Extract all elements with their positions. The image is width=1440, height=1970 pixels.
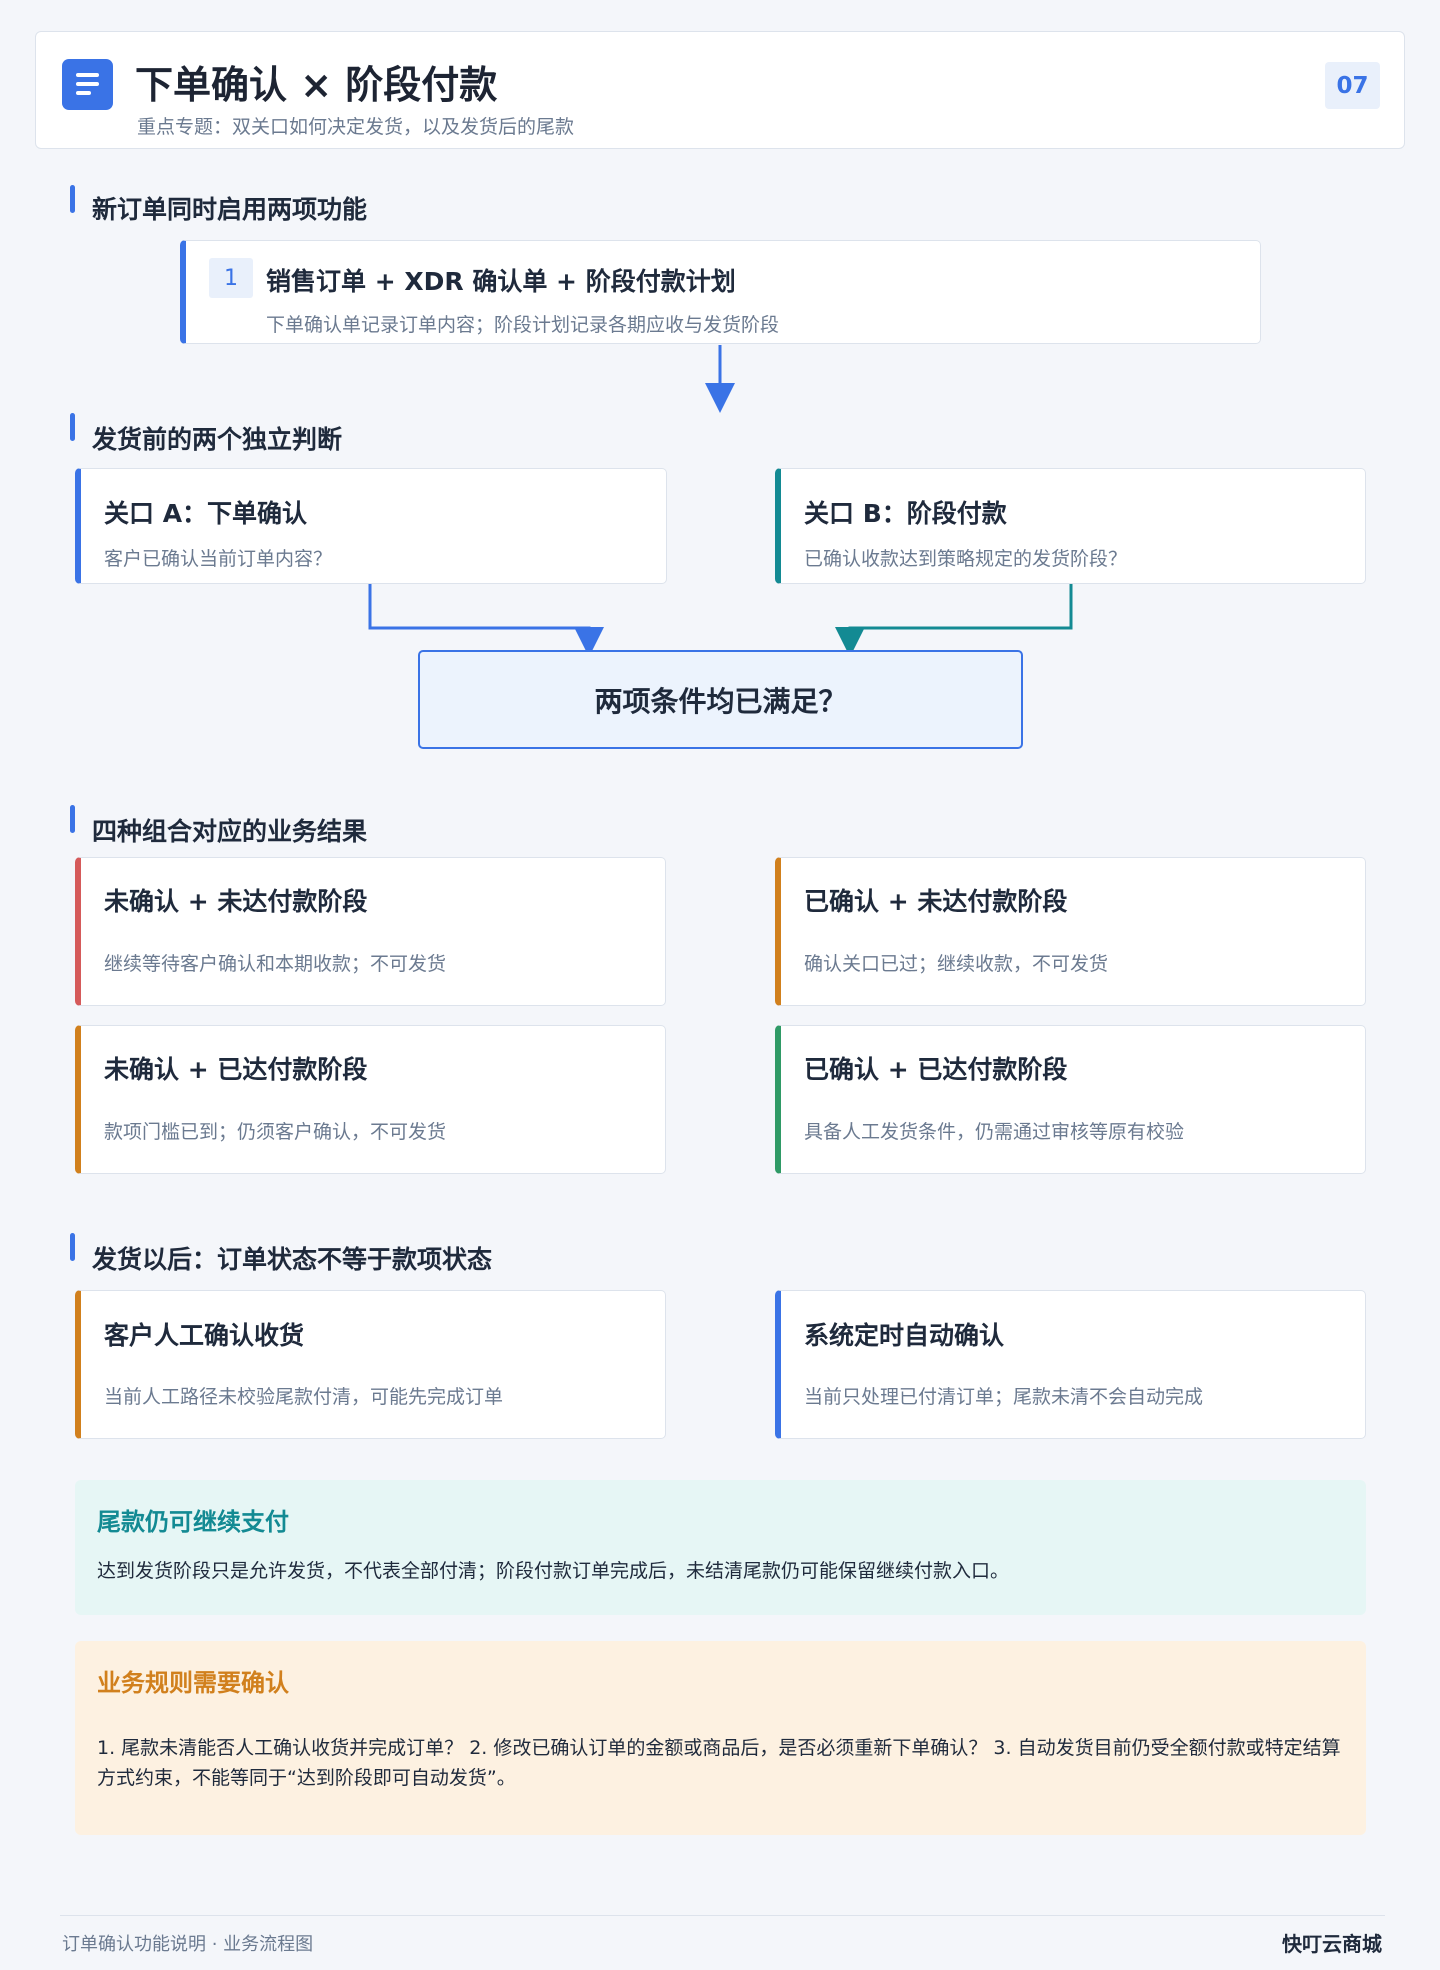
outcome-title-3: 未确认 + 已达付款阶段 bbox=[104, 1055, 368, 1084]
outcome-desc-1: 继续等待客户确认和本期收款；不可发货 bbox=[104, 953, 447, 975]
gate-a-card bbox=[75, 468, 667, 584]
outcome-card-2 bbox=[775, 857, 1366, 1006]
outcome-title-1: 未确认 + 未达付款阶段 bbox=[104, 887, 368, 916]
step-number: 1 bbox=[209, 258, 253, 298]
section-title-3: 四种组合对应的业务结果 bbox=[92, 817, 368, 846]
gate-a-desc: 客户已确认当前订单内容？ bbox=[104, 548, 333, 570]
footer-divider bbox=[60, 1915, 1385, 1916]
after-ship-title-2: 系统定时自动确认 bbox=[804, 1321, 1005, 1350]
outcome-card-3 bbox=[75, 1025, 666, 1174]
outcome-card-1 bbox=[75, 857, 666, 1006]
step-card bbox=[180, 240, 1261, 344]
header-card bbox=[35, 31, 1405, 149]
section-marker bbox=[70, 805, 75, 833]
page-number-badge: 07 bbox=[1325, 62, 1380, 109]
section-title-2: 发货前的两个独立判断 bbox=[92, 425, 343, 454]
outcome-desc-4: 具备人工发货条件，仍需通过审核等原有校验 bbox=[804, 1121, 1185, 1143]
gate-a-title: 关口 A：下单确认 bbox=[104, 499, 308, 528]
balance-note bbox=[75, 1480, 1366, 1615]
arrow-gate-b-to-decision bbox=[835, 584, 1073, 657]
gate-b-card bbox=[775, 468, 1366, 584]
document-icon bbox=[62, 59, 113, 110]
after-ship-card-2 bbox=[775, 1290, 1366, 1439]
rules-note-text: 1. 尾款未清能否人工确认收货并完成订单？ 2. 修改已确认订单的金额或商品后，… bbox=[97, 1737, 1341, 1789]
balance-note-text: 达到发货阶段只是允许发货，不代表全部付清；阶段付款订单完成后，未结清尾款仍可能保… bbox=[97, 1560, 1010, 1582]
step-desc: 下单确认单记录订单内容；阶段计划记录各期应收与发货阶段 bbox=[266, 314, 780, 336]
page-subtitle: 重点专题：双关口如何决定发货，以及发货后的尾款 bbox=[137, 116, 575, 138]
arrow-gate-a-to-decision bbox=[368, 584, 604, 657]
section-title-1: 新订单同时启用两项功能 bbox=[92, 195, 368, 224]
section-title-4: 发货以后：订单状态不等于款项状态 bbox=[92, 1245, 493, 1274]
step-title: 销售订单 + XDR 确认单 + 阶段付款计划 bbox=[266, 267, 736, 296]
rules-note bbox=[75, 1641, 1366, 1835]
outcome-title-4: 已确认 + 已达付款阶段 bbox=[804, 1055, 1068, 1084]
after-ship-card-1 bbox=[75, 1290, 666, 1439]
footer-caption: 订单确认功能说明 · 业务流程图 bbox=[62, 1934, 314, 1955]
gate-b-desc: 已确认收款达到策略规定的发货阶段？ bbox=[804, 548, 1128, 570]
after-ship-desc-2: 当前只处理已付清订单；尾款未清不会自动完成 bbox=[804, 1386, 1204, 1408]
outcome-card-4 bbox=[775, 1025, 1366, 1174]
section-marker bbox=[70, 1233, 75, 1261]
section-marker bbox=[70, 413, 75, 441]
page-title: 下单确认 × 阶段付款 bbox=[135, 63, 498, 107]
rules-note-title: 业务规则需要确认 bbox=[97, 1669, 289, 1697]
outcome-desc-3: 款项门槛已到；仍须客户确认，不可发货 bbox=[104, 1121, 447, 1143]
gate-b-title: 关口 B：阶段付款 bbox=[804, 499, 1007, 528]
section-marker bbox=[70, 185, 75, 213]
after-ship-title-1: 客户人工确认收货 bbox=[104, 1321, 305, 1350]
footer-brand: 快叮云商城 bbox=[1282, 1932, 1382, 1956]
outcome-title-2: 已确认 + 未达付款阶段 bbox=[804, 887, 1068, 916]
after-ship-desc-1: 当前人工路径未校验尾款付清，可能先完成订单 bbox=[104, 1386, 504, 1408]
balance-note-title: 尾款仍可继续支付 bbox=[97, 1508, 289, 1536]
decision-box: 两项条件均已满足？ bbox=[418, 650, 1023, 749]
outcome-desc-2: 确认关口已过；继续收款，不可发货 bbox=[804, 953, 1109, 975]
